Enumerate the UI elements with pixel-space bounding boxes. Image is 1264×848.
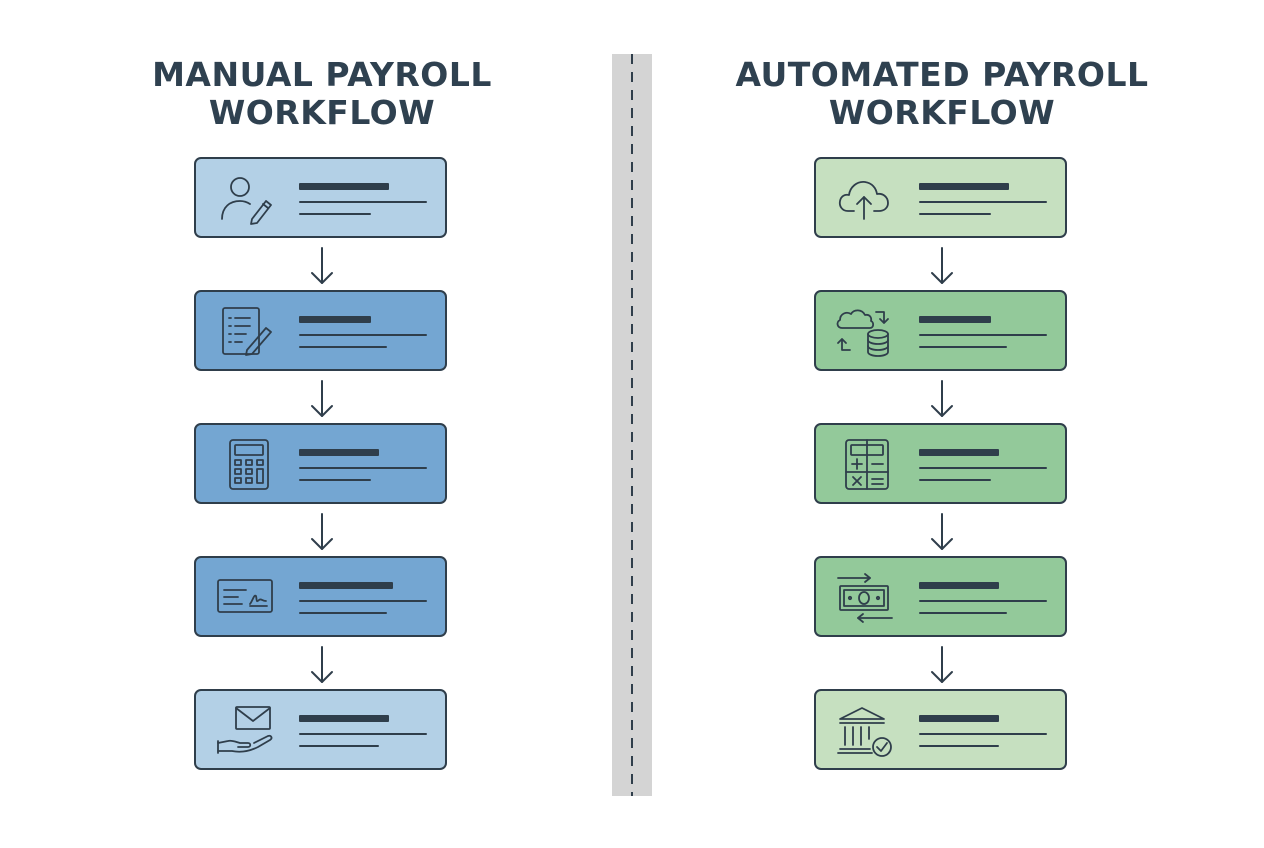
manual-step-4-card xyxy=(194,556,447,637)
form-edit-icon xyxy=(214,304,274,358)
automated-step-1-card xyxy=(814,157,1067,238)
vertical-divider xyxy=(612,54,652,796)
step-heading-placeholder xyxy=(299,183,389,190)
down-arrow-icon xyxy=(928,378,956,420)
automated-title-line1: AUTOMATED PAYROLL xyxy=(735,55,1149,94)
step-text-placeholder xyxy=(299,745,379,747)
step-text-placeholder xyxy=(299,600,427,602)
down-arrow-icon xyxy=(308,511,336,553)
step-heading-placeholder xyxy=(919,449,999,456)
money-transfer-icon xyxy=(834,570,894,624)
manual-step-1-card xyxy=(194,157,447,238)
person-edit-icon xyxy=(214,171,274,225)
cloud-upload-icon xyxy=(834,171,894,225)
step-text-placeholder xyxy=(299,334,427,336)
step-text-placeholder xyxy=(919,346,1007,348)
step-text-placeholder xyxy=(919,733,1047,735)
automated-workflow-title: AUTOMATED PAYROLL WORKFLOW xyxy=(732,56,1152,132)
step-text-placeholder xyxy=(299,467,427,469)
step-text-placeholder xyxy=(919,600,1047,602)
step-heading-placeholder xyxy=(919,582,999,589)
automated-step-4-card xyxy=(814,556,1067,637)
hand-envelope-icon xyxy=(214,703,274,757)
step-text-placeholder xyxy=(299,479,371,481)
step-text-placeholder xyxy=(919,612,1007,614)
step-text-placeholder xyxy=(919,467,1047,469)
calculator-icon xyxy=(834,437,894,491)
step-text-placeholder xyxy=(919,745,999,747)
step-heading-placeholder xyxy=(299,449,379,456)
cloud-database-sync-icon xyxy=(834,304,894,358)
step-heading-placeholder xyxy=(299,582,393,589)
step-heading-placeholder xyxy=(299,316,371,323)
down-arrow-icon xyxy=(308,644,336,686)
automated-workflow-column: AUTOMATED PAYROLL WORKFLOW xyxy=(732,0,1152,848)
step-heading-placeholder xyxy=(919,715,999,722)
manual-workflow-title: MANUAL PAYROLL WORKFLOW xyxy=(112,56,532,132)
down-arrow-icon xyxy=(308,378,336,420)
step-text-placeholder xyxy=(919,479,991,481)
step-text-placeholder xyxy=(299,201,427,203)
step-text-placeholder xyxy=(919,213,991,215)
step-heading-placeholder xyxy=(299,715,389,722)
manual-title-line1: MANUAL PAYROLL xyxy=(152,55,492,94)
calculator-icon xyxy=(214,437,274,491)
step-text-placeholder xyxy=(919,201,1047,203)
check-signature-icon xyxy=(214,570,274,624)
down-arrow-icon xyxy=(308,245,336,287)
manual-workflow-column: MANUAL PAYROLL WORKFLOW xyxy=(112,0,532,848)
step-heading-placeholder xyxy=(919,316,991,323)
step-text-placeholder xyxy=(299,733,427,735)
step-text-placeholder xyxy=(299,612,387,614)
down-arrow-icon xyxy=(928,511,956,553)
automated-step-5-card xyxy=(814,689,1067,770)
manual-step-5-card xyxy=(194,689,447,770)
manual-step-3-card xyxy=(194,423,447,504)
automated-title-line2: WORKFLOW xyxy=(828,93,1056,132)
down-arrow-icon xyxy=(928,644,956,686)
step-text-placeholder xyxy=(919,334,1047,336)
step-heading-placeholder xyxy=(919,183,1009,190)
step-text-placeholder xyxy=(299,346,387,348)
manual-step-2-card xyxy=(194,290,447,371)
manual-title-line2: WORKFLOW xyxy=(208,93,436,132)
step-text-placeholder xyxy=(299,213,371,215)
down-arrow-icon xyxy=(928,245,956,287)
automated-step-3-card xyxy=(814,423,1067,504)
bank-check-icon xyxy=(834,703,894,757)
automated-step-2-card xyxy=(814,290,1067,371)
